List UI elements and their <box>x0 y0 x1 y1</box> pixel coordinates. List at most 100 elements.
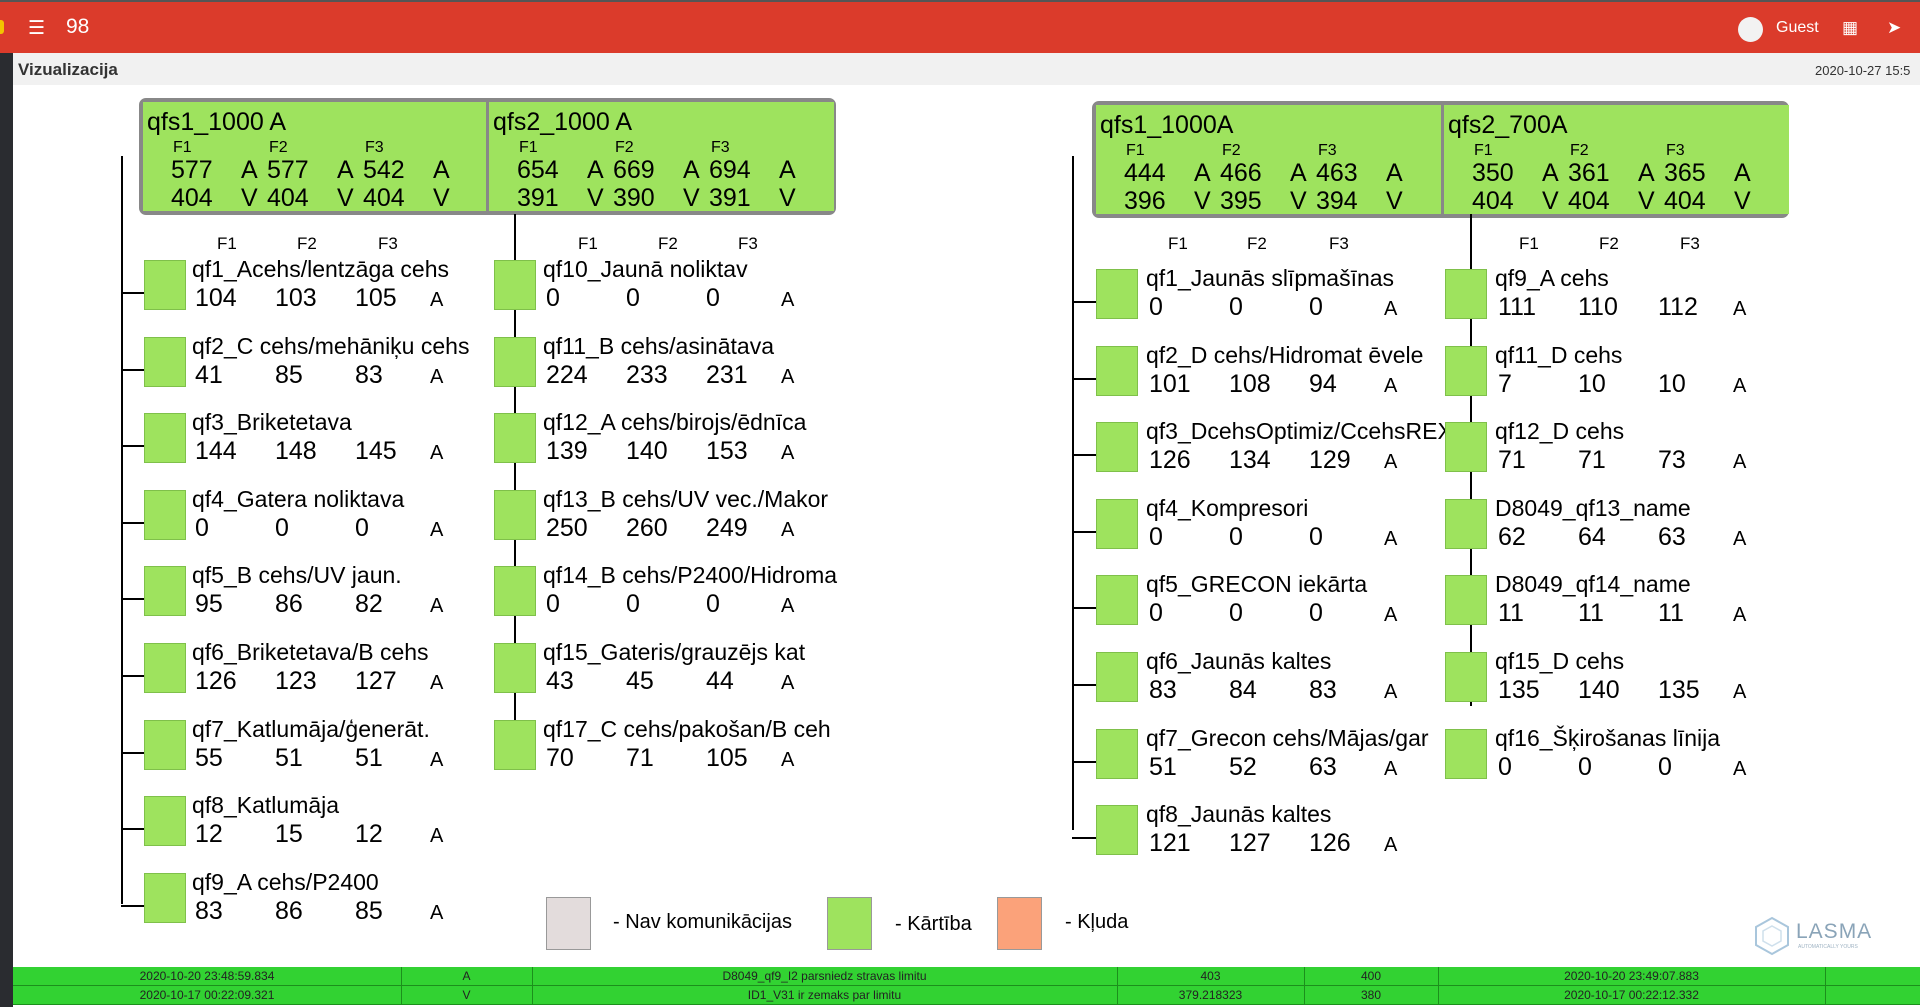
feeder-unit: A <box>430 672 444 694</box>
feeder-label[interactable]: qf1_Jaunās slīpmašīnas <box>1146 265 1395 291</box>
feeder-current: 139 <box>546 437 588 466</box>
alarm-row[interactable]: 2020-10-17 00:22:09.321 V ID1_V31 ir zem… <box>13 986 1920 1005</box>
feeder-status-square[interactable] <box>144 719 186 770</box>
breaker-name: qfs2_1000 A <box>493 108 633 136</box>
feeder-label[interactable]: qf12_A cehs/birojs/ēdnīca <box>543 409 807 436</box>
feeder-label[interactable]: qf5_B cehs/UV jaun. <box>192 562 402 589</box>
feeder-status-square[interactable] <box>494 566 536 617</box>
hamburger-icon[interactable]: ☰ <box>28 18 46 39</box>
avatar[interactable] <box>1738 17 1763 42</box>
feeder-unit: A <box>1384 374 1398 397</box>
feeder-status-square[interactable] <box>1096 345 1138 396</box>
feeder-label[interactable]: qf16_Šķirošanas līnija <box>1495 724 1721 751</box>
feeder-label[interactable]: D8049_qf13_name <box>1495 494 1691 521</box>
feeder-current: 129 <box>1309 446 1351 475</box>
feeder-status-square[interactable] <box>1445 345 1487 396</box>
feeder-label[interactable]: qf7_Grecon cehs/Mājas/gar <box>1146 724 1429 751</box>
feeder-label[interactable]: qf3_Briketetava <box>192 409 352 436</box>
feeder-label[interactable]: qf15_D cehs <box>1495 648 1625 674</box>
feeder-status-square[interactable] <box>1445 575 1487 626</box>
feeder-unit: A <box>430 901 444 924</box>
feeder-label[interactable]: qf15_Gateris/grauzējs kat <box>543 639 806 665</box>
feeder-label[interactable]: qf6_Briketetava/B cehs <box>192 639 429 665</box>
feeder-status-square[interactable] <box>1096 728 1138 779</box>
feeder-current: 233 <box>626 360 668 389</box>
volt-value: 390 <box>613 184 655 212</box>
feeder-label[interactable]: qf8_Jaunās kaltes <box>1146 801 1332 828</box>
alarm-time: 2020-10-20 23:48:59.834 <box>13 967 402 985</box>
feeder-current: 104 <box>195 284 237 312</box>
feeder-status-square[interactable] <box>494 413 536 464</box>
feeder-status-square[interactable] <box>494 260 536 310</box>
amp-unit: A <box>779 156 796 184</box>
amp-value: 365 <box>1664 159 1706 187</box>
feeder-current: 105 <box>355 284 397 312</box>
feeder-label[interactable]: qf14_B cehs/P2400/Hidroma <box>543 562 838 589</box>
feeder-label[interactable]: qf10_Jaunā noliktav <box>543 256 748 282</box>
feeder-label[interactable]: qf8_Katlumāja <box>192 792 340 819</box>
feeder-status-square[interactable] <box>144 260 186 310</box>
volt-unit: V <box>587 184 604 212</box>
feeder-label[interactable]: qf2_C cehs/mehāniķu cehs <box>192 332 470 359</box>
feeder-label[interactable]: qf4_Gatera noliktava <box>192 485 405 512</box>
feeder-label[interactable]: qf7_Katlumāja/ģenerāt. <box>192 715 430 742</box>
feeder-status-square[interactable] <box>144 796 186 847</box>
feeder-label[interactable]: qf4_Kompresori <box>1146 494 1309 521</box>
user-name[interactable]: Guest <box>1776 19 1819 36</box>
amp-value: 669 <box>613 156 655 184</box>
feeder-status-square[interactable] <box>144 336 186 387</box>
feeder-label[interactable]: qf3_DcehsOptimiz/CcehsREX <box>1146 418 1446 445</box>
feeder-current: 64 <box>1578 522 1606 551</box>
feeder-current: 51 <box>355 743 383 772</box>
feeder-status-square[interactable] <box>494 719 536 770</box>
feeder-status-square[interactable] <box>144 566 186 617</box>
column-header: F3 <box>1329 234 1349 253</box>
feeder-current: 140 <box>626 437 668 466</box>
feeder-label[interactable]: qf13_B cehs/UV vec./Makor <box>543 485 829 512</box>
feeder-status-square[interactable] <box>144 413 186 464</box>
feeder-label[interactable]: qf5_GRECON iekārta <box>1146 571 1368 598</box>
alarm-limit: 400 <box>1304 967 1439 985</box>
feeder-status-square[interactable] <box>1445 422 1487 473</box>
feeder-status-square[interactable] <box>144 489 186 540</box>
feeder-status-square[interactable] <box>144 872 186 923</box>
feeder-label[interactable]: qf6_Jaunās kaltes <box>1146 648 1332 674</box>
feeder-current: 0 <box>1309 293 1323 321</box>
grid-icon[interactable]: ▦ <box>1842 18 1859 37</box>
feeder-status-square[interactable] <box>1445 498 1487 549</box>
feeder-status-square[interactable] <box>1096 575 1138 626</box>
feeder-status-square[interactable] <box>1096 805 1138 856</box>
amp-unit: A <box>433 156 450 184</box>
feeder-status-square[interactable] <box>1445 728 1487 779</box>
feeder-label[interactable]: qf9_A cehs <box>1495 265 1609 291</box>
feeder-label[interactable]: qf2_D cehs/Hidromat ēvele <box>1146 341 1424 368</box>
feeder-label[interactable]: qf12_D cehs <box>1495 418 1625 445</box>
feeder-label[interactable]: qf11_B cehs/asinātava <box>543 332 775 359</box>
feeder-label[interactable]: qf17_C cehs/pakošan/B ceh <box>543 715 831 742</box>
feeder-status-square[interactable] <box>1096 652 1138 702</box>
feeder-status-square[interactable] <box>494 643 536 693</box>
column-header: F3 <box>378 234 398 253</box>
feeder-label[interactable]: qf11_D cehs <box>1495 341 1623 368</box>
feeder-status-square[interactable] <box>494 489 536 540</box>
feeder-label[interactable]: D8049_qf14_name <box>1495 571 1691 598</box>
feeder-label[interactable]: qf9_A cehs/P2400 <box>192 868 379 895</box>
feeder-status-square[interactable] <box>1096 422 1138 473</box>
alarm-row[interactable]: 2020-10-20 23:48:59.834 A D8049_qf9_I2 p… <box>13 967 1920 986</box>
feeder-current: 110 <box>1578 293 1618 321</box>
feeder-status-square[interactable] <box>1445 652 1487 702</box>
feeder-status-square[interactable] <box>1096 498 1138 549</box>
feeder-current: 83 <box>1309 676 1337 704</box>
feeder-status-square[interactable] <box>494 336 536 387</box>
feeder-current: 0 <box>546 284 560 312</box>
feeder-label[interactable]: qf1_Acehs/lentzāga cehs <box>192 256 450 282</box>
volt-value: 404 <box>1472 187 1514 215</box>
feeder-branch-line <box>1072 530 1098 533</box>
feeder-status-square[interactable] <box>144 643 186 693</box>
share-icon[interactable]: ➤ <box>1887 18 1902 37</box>
feeder-status-square[interactable] <box>1445 269 1487 319</box>
feeder-status-square[interactable] <box>1096 269 1138 319</box>
